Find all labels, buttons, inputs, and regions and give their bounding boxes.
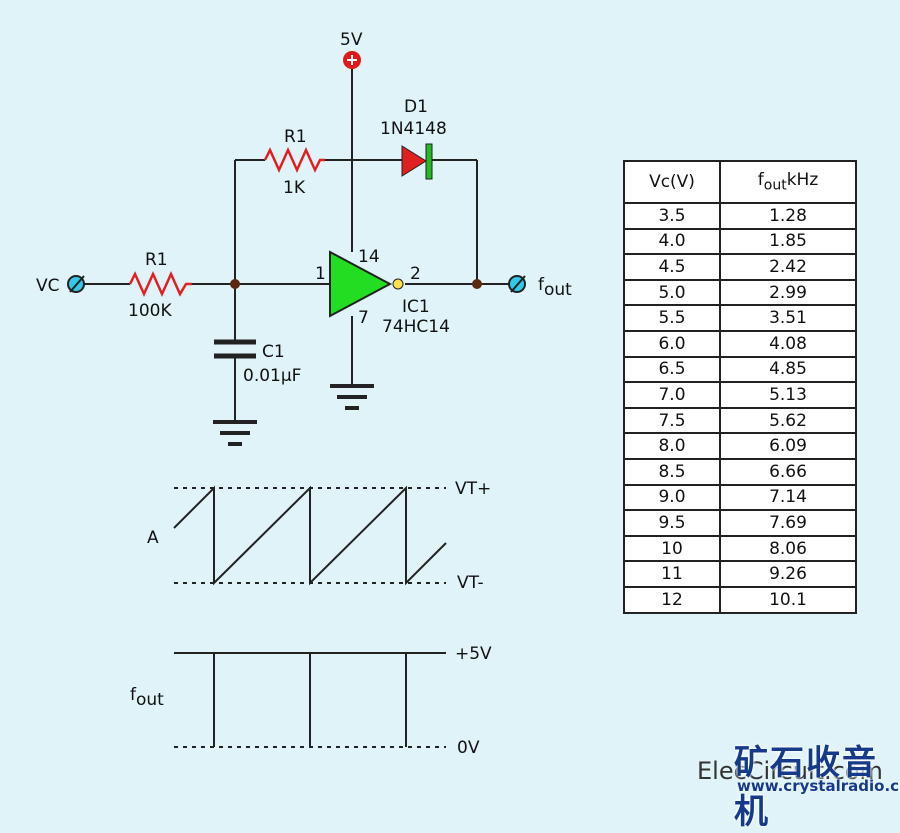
cell-fout: 5.62 <box>719 406 857 435</box>
cap-name: C1 <box>262 342 285 362</box>
supply-label: 5V <box>340 30 363 50</box>
waveform-fout-label: fout <box>130 685 164 710</box>
watermark-url: www.crystalradio.cn <box>737 777 900 795</box>
cell-vc: 8.0 <box>623 432 721 460</box>
cell-fout: 4.85 <box>719 355 857 384</box>
input-terminal <box>67 275 85 293</box>
junction-dot <box>472 279 482 289</box>
r1-top-name: R1 <box>284 127 307 147</box>
ic-name: IC1 <box>402 297 430 317</box>
cell-vc: 7.0 <box>623 381 721 409</box>
supply-terminal <box>343 51 361 69</box>
table-header-row: Vc(V) foutkHz <box>623 160 857 204</box>
ic-part: 74HC14 <box>382 317 450 337</box>
input-label: VC <box>36 276 60 296</box>
cell-vc: 3.5 <box>623 202 721 230</box>
cell-vc: 6.0 <box>623 329 721 358</box>
waveform-fout-lower: 0V <box>457 738 480 758</box>
cell-fout: 6.09 <box>719 432 857 460</box>
cell-fout: 1.85 <box>719 227 857 256</box>
output-terminal <box>508 275 526 293</box>
cell-fout: 1.28 <box>719 202 857 230</box>
waveform-a-label: A <box>147 528 159 548</box>
cell-vc: 6.5 <box>623 355 721 384</box>
inverter-ic1 <box>329 250 404 318</box>
ground-symbol <box>330 384 374 410</box>
cell-vc: 5.0 <box>623 278 721 307</box>
waveform-fout <box>174 652 446 748</box>
cell-vc: 7.5 <box>623 406 721 435</box>
wires <box>84 68 512 420</box>
cell-fout: 2.42 <box>719 253 857 281</box>
cell-vc: 10 <box>623 534 721 563</box>
waveform-fout-upper: +5V <box>455 644 492 664</box>
pin-in: 1 <box>315 264 326 284</box>
cell-vc: 4.5 <box>623 253 721 281</box>
cell-vc: 9.0 <box>623 483 721 512</box>
cell-vc: 8.5 <box>623 457 721 486</box>
cell-fout: 8.06 <box>719 534 857 563</box>
r1-left-value: 100K <box>128 301 172 321</box>
resistor-r1-left <box>128 270 192 298</box>
cell-fout: 3.51 <box>719 304 857 332</box>
resistor-r1-top <box>263 146 325 174</box>
waveform-a-lower: VT- <box>457 573 484 593</box>
cell-fout: 2.99 <box>719 278 857 307</box>
watermark-site: ElecCircuit.com <box>697 757 883 785</box>
pin-out: 2 <box>410 264 421 284</box>
header-vc: Vc(V) <box>623 160 721 204</box>
cell-fout: 5.13 <box>719 381 857 409</box>
diode-d1 <box>401 143 433 180</box>
cell-fout: 7.69 <box>719 509 857 537</box>
cell-vc: 4.0 <box>623 227 721 256</box>
header-fout: foutkHz <box>719 160 857 204</box>
pin-vcc: 14 <box>358 247 380 267</box>
cell-fout: 10.1 <box>719 585 857 614</box>
schematic-canvas: 5V R1 1K D1 1N4148 1 2 14 7 IC1 74HC14 V… <box>36 30 572 758</box>
cap-value: 0.01μF <box>243 366 301 386</box>
cell-fout: 9.26 <box>719 560 857 588</box>
output-label: fout <box>538 275 572 300</box>
cell-vc: 9.5 <box>623 509 721 537</box>
cell-vc: 12 <box>623 585 721 614</box>
cell-vc: 11 <box>623 560 721 588</box>
cell-vc: 5.5 <box>623 304 721 332</box>
waveform-a <box>173 485 447 586</box>
cell-fout: 6.66 <box>719 457 857 486</box>
cell-fout: 7.14 <box>719 483 857 512</box>
cell-fout: 4.08 <box>719 329 857 358</box>
r1-left-name: R1 <box>145 250 168 270</box>
pin-gnd: 7 <box>358 308 369 328</box>
diode-name: D1 <box>404 97 428 117</box>
ground-symbol <box>213 420 257 446</box>
junction-dot <box>230 279 240 289</box>
diode-part: 1N4148 <box>380 119 447 139</box>
capacitor-c1 <box>214 339 256 359</box>
r1-top-value: 1K <box>283 178 306 198</box>
waveform-a-upper: VT+ <box>455 479 491 499</box>
